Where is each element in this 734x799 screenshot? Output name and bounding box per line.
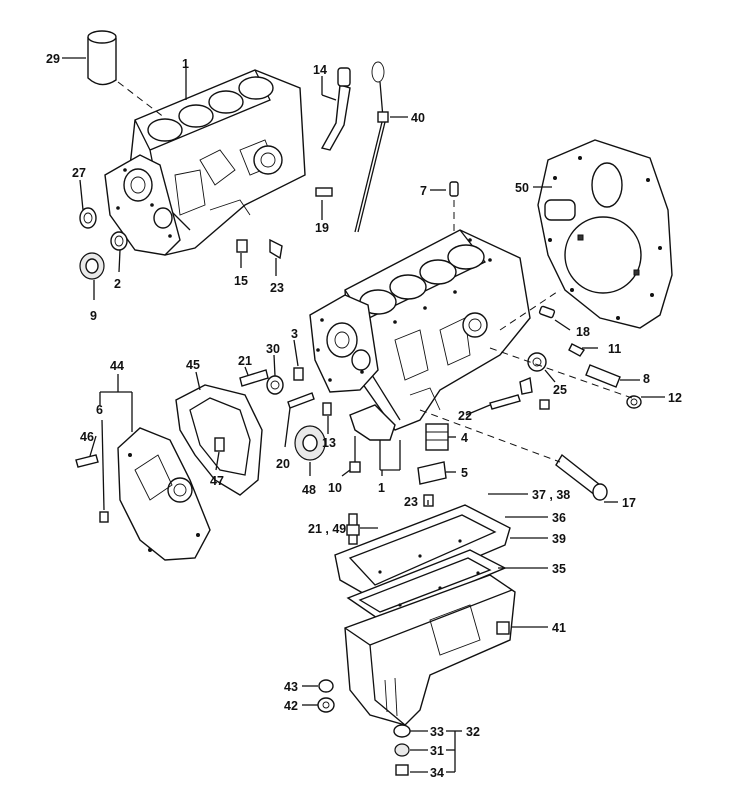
label-7: 7: [420, 184, 427, 198]
label-48: 48: [302, 483, 316, 497]
label-37-38: 37 , 38: [532, 488, 570, 502]
label-3: 3: [291, 327, 298, 341]
upper-cylinder-block: [104, 69, 306, 256]
upper-small-bolts: [236, 187, 333, 260]
label-22: 22: [458, 409, 472, 423]
nuts-42-43: [317, 679, 335, 713]
bolt-41: [496, 621, 510, 635]
dipstick-tube: [320, 67, 351, 151]
label-14: 14: [313, 63, 327, 77]
adapter-plate: [537, 139, 673, 329]
label-42: 42: [284, 699, 298, 713]
label-12: 12: [668, 391, 682, 405]
label-29: 29: [46, 52, 60, 66]
pin-47: [214, 437, 225, 452]
label-4: 4: [461, 431, 468, 445]
label-15: 15: [234, 274, 248, 288]
label-1-upper: 1: [182, 57, 189, 71]
main-bearing-cap: [349, 404, 396, 470]
label-46: 46: [80, 430, 94, 444]
label-35: 35: [552, 562, 566, 576]
front-cover: [117, 427, 211, 561]
label-17: 17: [622, 496, 636, 510]
stud-21-49: [346, 513, 360, 545]
cylinder-liner: [87, 30, 117, 86]
label-10: 10: [328, 481, 342, 495]
pin-13: [322, 402, 332, 416]
label-25: 25: [553, 383, 567, 397]
label-41: 41: [552, 621, 566, 635]
pin-3: [293, 367, 304, 381]
label-9: 9: [90, 309, 97, 323]
label-11: 11: [608, 342, 621, 356]
label-32: 32: [466, 725, 480, 739]
label-18: 18: [576, 325, 590, 339]
bolt-46: [75, 454, 109, 523]
dowel-pin: [538, 305, 556, 319]
part-labels: 29 1 14 40 27 19 15 23 2 9 7 50 18 11 8 …: [46, 52, 682, 780]
label-50: 50: [515, 181, 529, 195]
label-40: 40: [411, 111, 425, 125]
bolt-22: [489, 377, 550, 410]
rear-seal-and-tube: [527, 343, 642, 409]
label-21: 21: [238, 354, 252, 368]
label-27: 27: [72, 166, 86, 180]
label-43: 43: [284, 680, 298, 694]
core-plug: [449, 181, 459, 197]
label-36: 36: [552, 511, 566, 525]
leader-lines: [62, 57, 665, 773]
dipstick: [354, 61, 389, 233]
label-30: 30: [266, 342, 280, 356]
label-45: 45: [186, 358, 200, 372]
lower-cylinder-block: [309, 229, 531, 431]
label-23-upper: 23: [270, 281, 284, 295]
drain-plug-set: [393, 724, 411, 776]
oil-pan: [344, 574, 516, 726]
label-47: 47: [210, 474, 224, 488]
label-44: 44: [110, 359, 124, 373]
label-39: 39: [552, 532, 566, 546]
bearing-cap-set: [417, 423, 449, 485]
label-2: 2: [114, 277, 121, 291]
front-seals: [79, 207, 128, 280]
bolt-10: [349, 436, 361, 473]
label-31: 31: [430, 744, 444, 758]
label-21-49: 21 , 49: [308, 522, 346, 536]
label-19: 19: [315, 221, 329, 235]
bush-30: [266, 375, 284, 395]
label-33: 33: [430, 725, 444, 739]
label-34: 34: [430, 766, 444, 780]
label-20: 20: [276, 457, 290, 471]
seal-48: [294, 425, 326, 461]
label-8: 8: [643, 372, 650, 386]
label-5: 5: [461, 466, 468, 480]
label-6: 6: [96, 403, 103, 417]
studs: [239, 369, 315, 409]
label-13: 13: [322, 436, 336, 450]
label-1-lower: 1: [378, 481, 385, 495]
label-23-lower: 23: [404, 495, 418, 509]
